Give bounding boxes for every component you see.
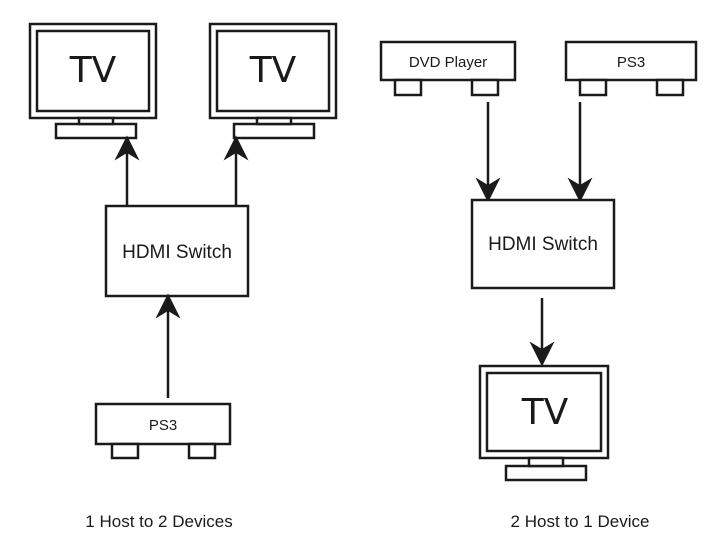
tv-icon	[28, 22, 158, 140]
right-hdmi-switch: HDMI Switch	[470, 198, 616, 290]
tv-label: TV	[521, 392, 569, 433]
left-caption: 1 Host to 2 Devices	[85, 512, 232, 531]
dvd-player-icon	[379, 40, 517, 97]
right-dvd-player: DVD Player	[379, 40, 517, 97]
console-icon	[564, 40, 698, 97]
tv-icon	[478, 364, 610, 482]
right-caption: 2 Host to 1 Device	[511, 512, 650, 531]
switch-label: HDMI Switch	[488, 234, 598, 255]
tv-label: TV	[69, 50, 117, 91]
tv-label: TV	[249, 50, 297, 91]
left-hdmi-switch: HDMI Switch	[104, 204, 250, 298]
device-label: PS3	[617, 54, 645, 71]
right-tv: TV	[478, 364, 610, 482]
console-icon	[94, 402, 232, 460]
left-diagram: TV TV HDMI Switch	[28, 22, 338, 531]
right-ps3: PS3	[564, 40, 698, 97]
device-label: PS3	[149, 417, 177, 434]
right-diagram: DVD Player PS3 HDMI Switch	[379, 40, 698, 531]
tv-icon	[208, 22, 338, 140]
left-ps3: PS3	[94, 402, 232, 460]
switch-label: HDMI Switch	[122, 242, 232, 263]
left-tv-2: TV	[208, 22, 338, 140]
device-label: DVD Player	[409, 54, 487, 71]
left-tv-1: TV	[28, 22, 158, 140]
